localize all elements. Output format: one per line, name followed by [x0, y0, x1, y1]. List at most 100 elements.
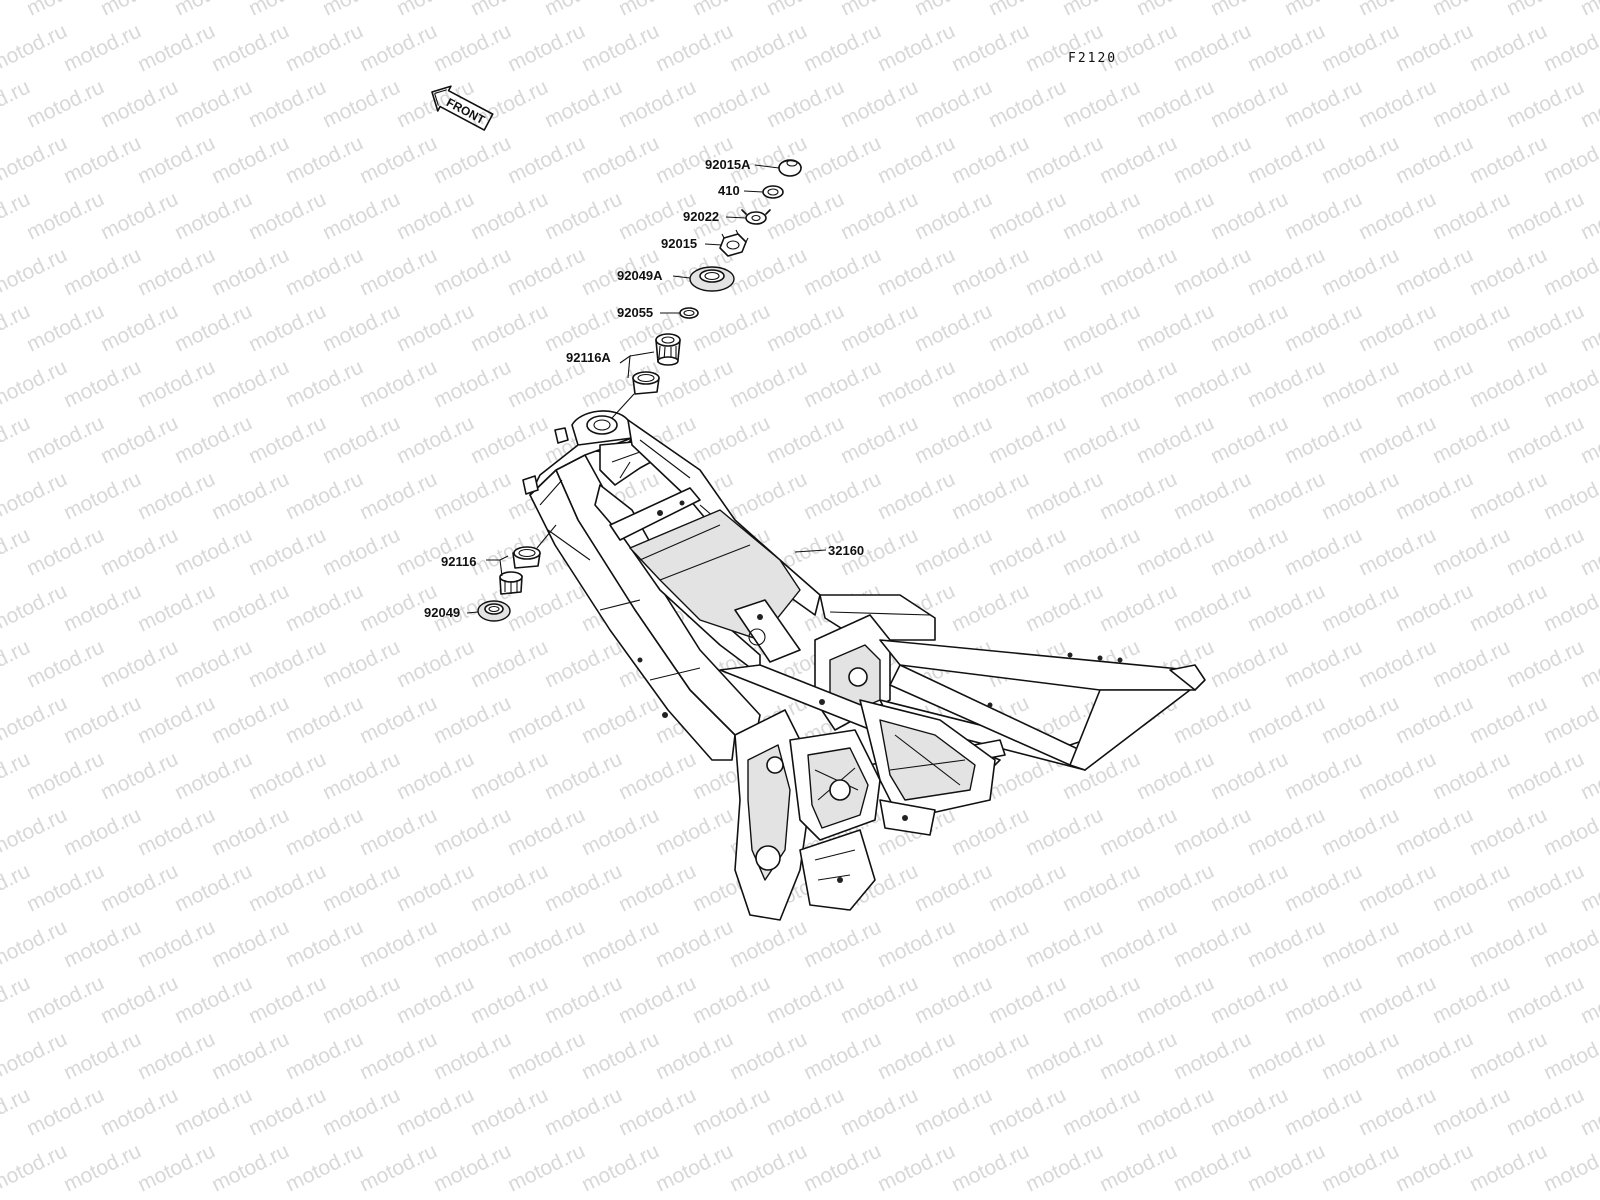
watermark-text: motod.ru — [1540, 915, 1600, 972]
watermark-text: motod.ru — [1170, 467, 1255, 524]
watermark-text: motod.ru — [282, 131, 367, 188]
label-92015A: 92015A — [705, 157, 751, 172]
watermark-text: motod.ru — [504, 243, 589, 300]
watermark-text: motod.ru — [1429, 411, 1514, 468]
watermark-text: motod.ru — [356, 1139, 441, 1196]
watermark-text: motod.ru — [1540, 19, 1600, 76]
watermark-text: motod.ru — [726, 1027, 811, 1084]
watermark-text: motod.ru — [1466, 19, 1551, 76]
watermark-text: motod.ru — [1133, 1195, 1218, 1200]
watermark-text: motod.ru — [1540, 691, 1600, 748]
watermark-text: motod.ru — [0, 1139, 71, 1196]
watermark-text: motod.ru — [319, 635, 404, 692]
watermark-text: motod.ru — [134, 1139, 219, 1196]
watermark-text: motod.ru — [319, 0, 404, 20]
watermark-text: motod.ru — [1429, 299, 1514, 356]
watermark-text: motod.ru — [504, 19, 589, 76]
watermark-text: motod.ru — [1059, 971, 1144, 1028]
watermark-text: motod.ru — [356, 355, 441, 412]
watermark-text: motod.ru — [985, 299, 1070, 356]
watermark-text: motod.ru — [1355, 75, 1440, 132]
watermark-text: motod.ru — [1466, 1027, 1551, 1084]
watermark-text: motod.ru — [1466, 803, 1551, 860]
watermark-text: motod.ru — [504, 691, 589, 748]
watermark-text: motod.ru — [1022, 243, 1107, 300]
watermark-text: motod.ru — [911, 523, 996, 580]
watermark-text: motod.ru — [1392, 243, 1477, 300]
watermark-text: motod.ru — [1207, 1195, 1292, 1200]
watermark-text: motod.ru — [97, 747, 182, 804]
watermark-text: motod.ru — [1244, 1027, 1329, 1084]
watermark-text: motod.ru — [23, 635, 108, 692]
watermark-text: motod.ru — [578, 1139, 663, 1196]
watermark-text: motod.ru — [837, 411, 922, 468]
watermark-text: motod.ru — [578, 131, 663, 188]
watermark-text: motod.ru — [578, 915, 663, 972]
watermark-text: motod.ru — [1503, 299, 1588, 356]
watermark-text: motod.ru — [1392, 579, 1477, 636]
watermark-text: motod.ru — [1022, 131, 1107, 188]
watermark-text: motod.ru — [1355, 971, 1440, 1028]
watermark-text: motod.ru — [356, 131, 441, 188]
watermark-text: motod.ru — [97, 299, 182, 356]
watermark-text: motod.ru — [948, 579, 1033, 636]
watermark-text: motod.ru — [874, 131, 959, 188]
watermark-text: motod.ru — [874, 1027, 959, 1084]
watermark-text: motod.ru — [171, 0, 256, 20]
label-92049: 92049 — [424, 605, 460, 620]
watermark-text: motod.ru — [726, 1139, 811, 1196]
steering-parts — [611, 159, 802, 419]
watermark-text: motod.ru — [356, 19, 441, 76]
watermark-text: motod.ru — [1540, 355, 1600, 412]
watermark-text: motod.ru — [726, 915, 811, 972]
watermark-text: motod.ru — [467, 971, 552, 1028]
watermark-text: motod.ru — [97, 523, 182, 580]
watermark-text: motod.ru — [948, 467, 1033, 524]
watermark-text: motod.ru — [1096, 355, 1181, 412]
watermark-text: motod.ru — [985, 411, 1070, 468]
watermark-text: motod.ru — [1170, 579, 1255, 636]
watermark-text: motod.ru — [1281, 75, 1366, 132]
part-labels: 92015A 410 92022 92015 92049A 92055 9211… — [424, 157, 864, 620]
watermark-text: motod.ru — [356, 467, 441, 524]
watermark-text: motod.ru — [800, 1027, 885, 1084]
watermark-text: motod.ru — [1355, 299, 1440, 356]
watermark-text: motod.ru — [1392, 691, 1477, 748]
watermark-text: motod.ru — [60, 1139, 145, 1196]
watermark-text: motod.ru — [726, 467, 811, 524]
watermark-text: motod.ru — [23, 1195, 108, 1200]
watermark-text: motod.ru — [615, 971, 700, 1028]
watermark-text: motod.ru — [615, 75, 700, 132]
watermark-text: motod.ru — [1540, 467, 1600, 524]
watermark-text: motod.ru — [1355, 411, 1440, 468]
watermark-text: motod.ru — [319, 411, 404, 468]
watermark-text: motod.ru — [1355, 859, 1440, 916]
watermark-text: motod.ru — [1133, 75, 1218, 132]
watermark-text: motod.ru — [911, 1083, 996, 1140]
watermark-text: motod.ru — [245, 299, 330, 356]
watermark-text: motod.ru — [1059, 859, 1144, 916]
watermark-text: motod.ru — [1207, 523, 1292, 580]
watermark-text: motod.ru — [1059, 299, 1144, 356]
watermark-text: motod.ru — [467, 187, 552, 244]
watermark-text: motod.ru — [208, 803, 293, 860]
nut-92015 — [719, 229, 749, 257]
watermark-text: motod.ru — [60, 19, 145, 76]
watermark-text: motod.ru — [1022, 355, 1107, 412]
watermark-text: motod.ru — [1392, 803, 1477, 860]
watermark-text: motod.ru — [1170, 691, 1255, 748]
watermark-text: motod.ru — [1355, 1195, 1440, 1200]
watermark-text: motod.ru — [1466, 467, 1551, 524]
watermark-text: motod.ru — [615, 859, 700, 916]
watermark-text: motod.ru — [97, 1195, 182, 1200]
watermark-text: motod.ru — [0, 691, 71, 748]
watermark-text: motod.ru — [504, 1139, 589, 1196]
watermark-text: motod.ru — [1466, 1139, 1551, 1196]
watermark-text: motod.ru — [1244, 467, 1329, 524]
watermark-text: motod.ru — [1429, 523, 1514, 580]
watermark-text: motod.ru — [1355, 747, 1440, 804]
watermark-text: motod.ru — [393, 0, 478, 20]
watermark-text: motod.ru — [874, 355, 959, 412]
watermark-text: motod.ru — [467, 635, 552, 692]
watermark-text: motod.ru — [763, 0, 848, 20]
